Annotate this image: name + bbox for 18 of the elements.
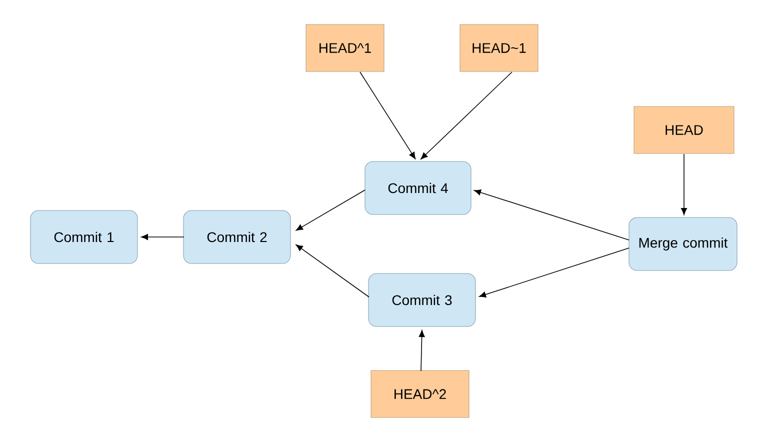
arrow	[141, 234, 184, 240]
commit-box: Commit 1	[30, 210, 138, 264]
arrow	[296, 244, 370, 298]
arrow	[681, 154, 687, 215]
ref-box: HEAD^1	[306, 24, 384, 72]
arrow	[418, 330, 425, 372]
arrow	[479, 248, 630, 298]
ref-box: HEAD	[634, 106, 734, 154]
ref-box: HEAD^2	[370, 370, 470, 418]
arrow	[420, 72, 512, 160]
ref-box: HEAD~1	[460, 24, 538, 72]
commit-box: Merge commit	[628, 217, 738, 271]
arrow	[360, 72, 416, 160]
commit-box: Commit 3	[368, 273, 476, 327]
arrow	[474, 189, 630, 240]
commit-box: Commit 4	[364, 161, 472, 215]
arrow	[296, 190, 366, 231]
commit-box: Commit 2	[183, 210, 291, 264]
